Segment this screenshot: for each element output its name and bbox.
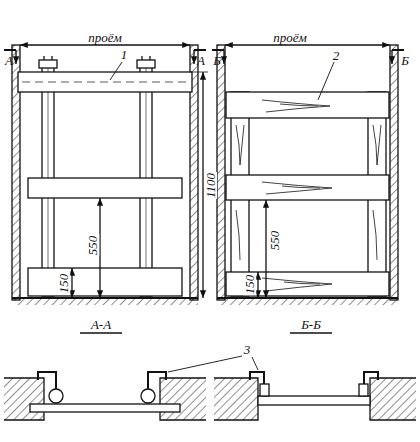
bolt	[51, 56, 52, 60]
bottom-board	[226, 272, 389, 296]
dimension-text: 550	[87, 234, 100, 256]
floor	[14, 298, 198, 305]
leader-line	[110, 62, 122, 80]
floor-line	[217, 297, 398, 299]
dimension-line	[20, 44, 190, 45]
top-board	[18, 72, 192, 92]
extension-line	[190, 72, 208, 73]
opening-label: проём	[87, 31, 123, 44]
callout-number: 3	[243, 343, 252, 356]
leader-line	[252, 357, 258, 370]
wood-grain	[284, 282, 320, 284]
dimension-text: 150	[244, 273, 257, 295]
section-letter: Б	[212, 54, 222, 67]
sections	[4, 333, 416, 420]
wood-grain	[236, 125, 244, 165]
wood-grain	[280, 104, 318, 106]
wood-grain	[262, 278, 332, 291]
callout-number: 2	[332, 49, 341, 62]
section-mark	[4, 49, 16, 51]
wood-grain	[262, 100, 330, 112]
callout-number: 1	[120, 48, 129, 61]
right-elevation	[212, 45, 404, 305]
dimension-text: 150	[58, 272, 71, 294]
bolt	[141, 56, 142, 60]
clamp	[148, 372, 166, 389]
bolt	[43, 56, 44, 60]
wall-section	[4, 378, 44, 420]
clamp	[38, 372, 56, 389]
board-hidden-line	[22, 82, 188, 83]
section-title: А-А	[90, 318, 112, 331]
post-section	[359, 384, 368, 396]
section-arrow	[223, 50, 224, 64]
left-elevation	[4, 45, 208, 305]
dimension-text: 1100	[204, 171, 217, 198]
top-board	[226, 92, 389, 118]
wood-grain	[373, 210, 377, 260]
title-underline	[80, 332, 122, 333]
section-mark	[392, 49, 404, 51]
wood-grain	[236, 210, 240, 260]
wood-grain	[262, 182, 332, 194]
post-section	[260, 384, 269, 396]
dimension-line	[265, 200, 266, 298]
section-mark	[212, 49, 224, 51]
wood-grain	[236, 100, 381, 291]
wall-section	[160, 378, 206, 420]
section-letter: А	[196, 54, 206, 67]
wood-grain	[282, 186, 320, 188]
section-letter: Б	[400, 54, 410, 67]
board-section	[258, 396, 370, 405]
wall-section	[214, 378, 258, 420]
nut	[39, 60, 57, 68]
dimension-line	[99, 198, 100, 298]
middle-board	[28, 178, 182, 198]
board-section	[30, 404, 180, 412]
floor-line	[12, 297, 198, 299]
section-letter: А	[4, 54, 14, 67]
floor	[219, 298, 397, 305]
bottom-board	[28, 268, 182, 296]
wall	[217, 45, 225, 300]
pipe-section	[141, 389, 155, 403]
bolt	[149, 56, 150, 60]
middle-board	[226, 175, 389, 200]
leader-line	[318, 62, 334, 100]
section-mark	[194, 49, 206, 51]
clamp	[250, 372, 264, 384]
leader-line	[168, 356, 242, 372]
dimension-line	[71, 268, 72, 298]
section-title: Б-Б	[300, 318, 322, 331]
wall-section	[370, 378, 416, 420]
pipe-section	[49, 389, 63, 403]
section-arrow	[391, 50, 392, 64]
dimension-text: 550	[269, 229, 282, 251]
dimension-line	[257, 272, 258, 298]
clamp	[364, 372, 378, 384]
nut	[137, 60, 155, 68]
title-underline	[290, 332, 332, 333]
section-arrow	[15, 50, 16, 64]
section-arrow	[193, 50, 194, 64]
wood-grain	[373, 125, 381, 165]
dimension-line	[225, 44, 390, 45]
opening-label: проём	[272, 31, 308, 44]
wall	[390, 45, 398, 300]
